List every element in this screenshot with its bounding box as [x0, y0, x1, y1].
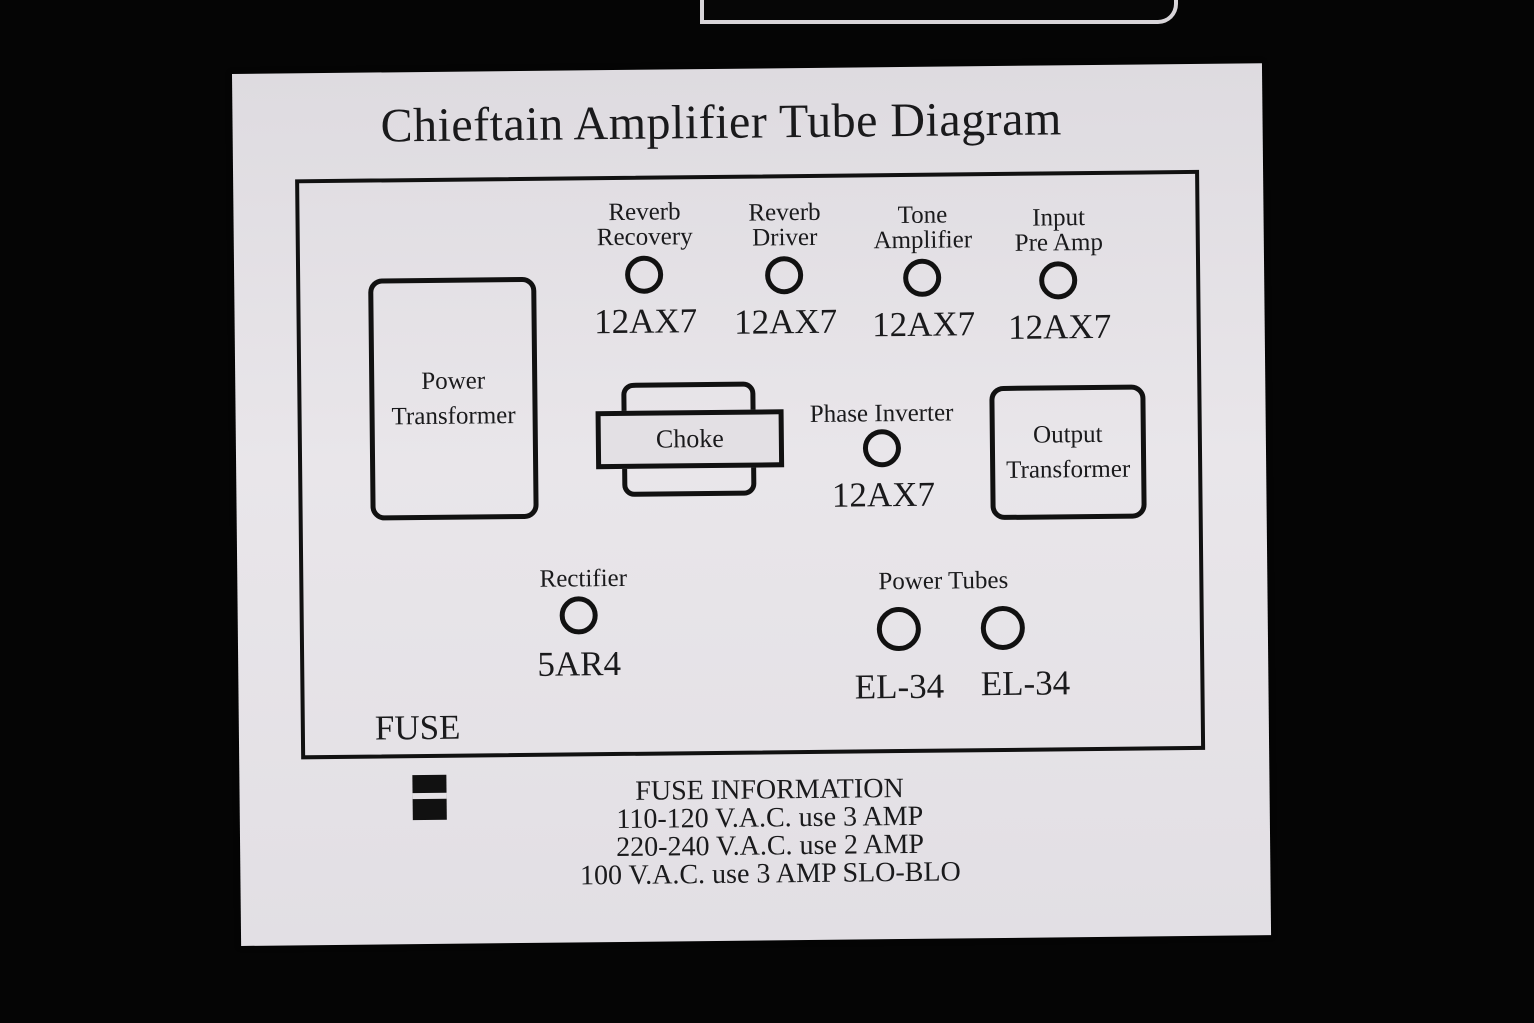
tube-function-phase-inverter: Phase Inverter	[809, 399, 954, 428]
tube-function-reverb-driver: Reverb Driver	[748, 198, 821, 252]
tube-socket-tone-amplifier	[902, 258, 942, 297]
tube-type-tone-amplifier: 12AX7	[871, 304, 976, 345]
fuse-information: FUSE INFORMATION 110-120 V.A.C. use 3 AM…	[539, 773, 1000, 892]
diagram-title: Chieftain Amplifier Tube Diagram	[380, 92, 1063, 153]
tube-socket-power-2	[980, 605, 1026, 651]
tube-type-input-pre-amp: 12AX7	[1007, 306, 1112, 347]
fuse-label: FUSE	[374, 707, 461, 748]
fuse-info-line: 100 V.A.C. use 3 AMP SLO-BLO	[579, 856, 961, 892]
tube-socket-rectifier	[559, 596, 598, 635]
tube-function-reverb-recovery: Reverb Recovery	[596, 198, 693, 252]
tube-function-input-pre-amp: Input Pre Amp	[1014, 204, 1104, 257]
background-panel-edge	[700, 0, 1178, 24]
output-transformer-box: Output Transformer	[989, 384, 1147, 521]
choke-box: Choke	[595, 409, 785, 470]
tube-socket-reverb-driver	[764, 256, 804, 295]
tube-socket-input-pre-amp	[1039, 261, 1078, 300]
tube-type-rectifier: 5AR4	[537, 643, 622, 684]
tube-type-power-1: EL-34	[854, 666, 945, 707]
tube-function-tone-amplifier: Tone Amplifier	[873, 201, 973, 255]
power-transformer-box: Power Transformer	[368, 276, 539, 521]
tube-function-rectifier: Rectifier	[539, 564, 628, 593]
tube-type-power-2: EL-34	[980, 663, 1071, 704]
tube-type-reverb-driver: 12AX7	[733, 301, 838, 342]
power-tubes-label: Power Tubes	[878, 566, 1009, 596]
tube-type-phase-inverter: 12AX7	[831, 474, 936, 515]
tube-socket-power-1	[876, 606, 922, 652]
tube-type-reverb-recovery: 12AX7	[593, 301, 698, 342]
chassis-outline: Reverb Recovery 12AX7 Reverb Driver 12AX…	[295, 169, 1206, 760]
fuse-holder	[412, 774, 447, 821]
tube-socket-reverb-recovery	[624, 255, 664, 294]
tube-diagram-label: Chieftain Amplifier Tube Diagram Reverb …	[232, 63, 1272, 946]
tube-socket-phase-inverter	[862, 429, 902, 468]
